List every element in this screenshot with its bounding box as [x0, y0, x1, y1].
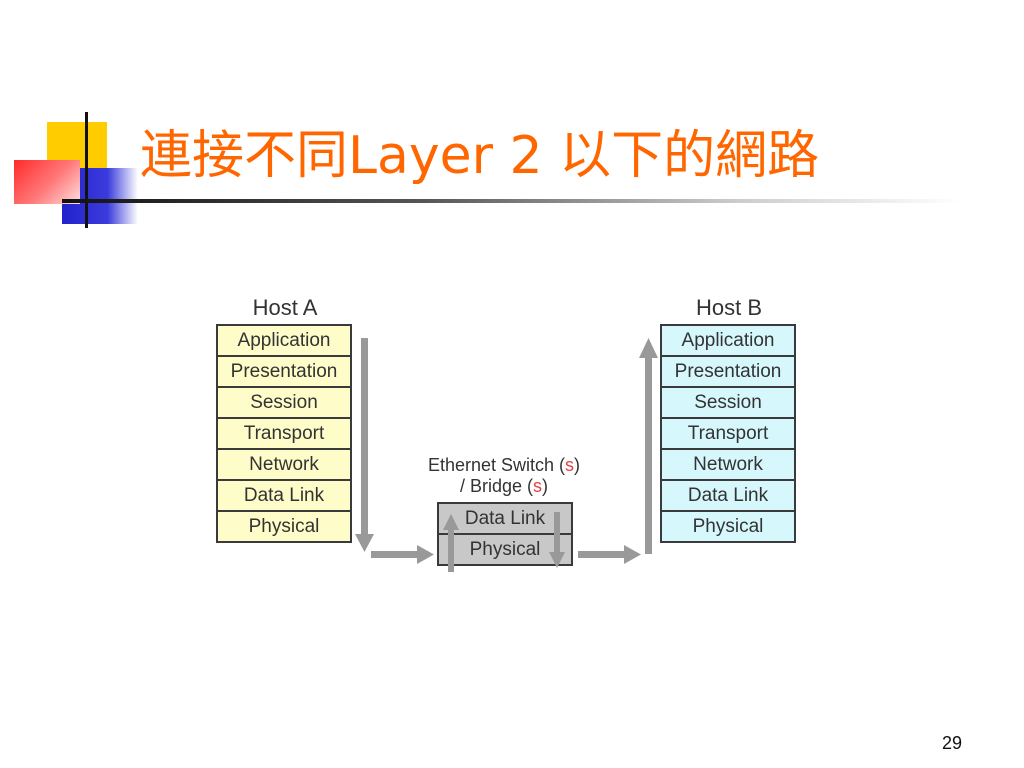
title-decoration-vertical-line	[85, 112, 88, 228]
layer-box: Transport	[216, 417, 352, 450]
arrow-switch-to-b-shaft	[578, 551, 626, 558]
host-b-label: Host B	[695, 295, 763, 320]
page-number: 29	[941, 733, 962, 753]
layer-box: Session	[660, 386, 796, 419]
layer-box: Physical	[216, 510, 352, 543]
host-a-down-arrow-head	[355, 534, 374, 552]
arrow-a-to-switch-shaft	[371, 551, 419, 558]
host-a-down-arrow-shaft	[361, 338, 368, 536]
layer-box: Physical	[437, 533, 573, 566]
switch-label-line1: Ethernet Switch (s)	[427, 455, 581, 475]
layer-box: Transport	[660, 417, 796, 450]
host-b-up-arrow-shaft	[645, 356, 652, 554]
slide-title: 連接不同Layer 2 以下的網路	[140, 126, 820, 186]
layer-box: Application	[660, 324, 796, 357]
layer-box: Physical	[660, 510, 796, 543]
switch-label-line2: / Bridge (s)	[459, 476, 549, 496]
layer-box: Session	[216, 386, 352, 419]
arrow-a-to-switch-head	[417, 545, 434, 564]
layer-box: Presentation	[660, 355, 796, 388]
layer-box: Network	[216, 448, 352, 481]
layer-box: Network	[660, 448, 796, 481]
layer-box: Data Link	[437, 502, 573, 535]
switch-label: Ethernet Switch (s) / Bridge (s)	[388, 455, 620, 497]
host-b-up-arrow-head	[639, 338, 658, 358]
host-a-label: Host A	[252, 295, 318, 320]
layer-box: Presentation	[216, 355, 352, 388]
layer-box: Data Link	[216, 479, 352, 512]
title-decoration-red-square	[14, 160, 80, 204]
layer-box: Data Link	[660, 479, 796, 512]
arrow-switch-to-b-head	[624, 545, 641, 564]
title-underline	[62, 199, 962, 203]
layer-box: Application	[216, 324, 352, 357]
